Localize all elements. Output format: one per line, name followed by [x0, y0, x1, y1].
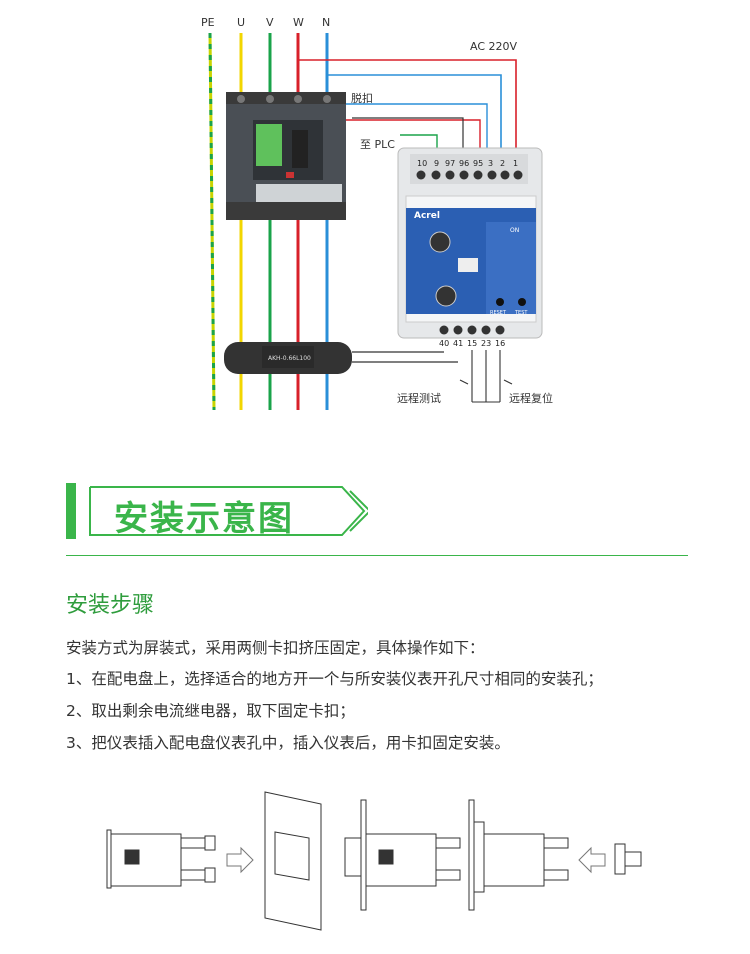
- remote-switch: [459, 379, 469, 385]
- terminal-screw: [266, 95, 274, 103]
- fixing-clip-icon: [614, 843, 642, 875]
- terminal-label: 23: [481, 339, 491, 348]
- plc-label: 至 PLC: [360, 138, 395, 151]
- ac-label: AC 220V: [470, 40, 518, 53]
- terminal-label: 96: [459, 159, 469, 168]
- breaker-top-bar: [226, 92, 346, 106]
- step-item-2: 2、取出剩余电流继电器，取下固定卡扣；: [66, 702, 355, 720]
- step-item-1: 1、在配电盘上，选择适合的地方开一个与所安装仪表开孔尺寸相同的安装孔；: [66, 670, 603, 688]
- terminal-label: 2: [500, 159, 505, 168]
- section-header: 安装示意图: [66, 483, 368, 539]
- relay-on-label: ON: [510, 227, 519, 234]
- terminal-label: 97: [445, 159, 455, 168]
- label-pe: PE: [201, 16, 215, 29]
- terminal-label: 15: [467, 339, 477, 348]
- terminal-label: 3: [488, 159, 493, 168]
- remote-reset-label: 远程复位: [509, 391, 553, 405]
- relay-dial-top: [429, 231, 451, 253]
- terminal-screw: [323, 95, 331, 103]
- label-v: V: [266, 16, 274, 29]
- breaker-handle: [292, 130, 308, 168]
- pe-wire-dash: [208, 32, 216, 411]
- breaker-red-mark: [286, 172, 294, 178]
- relay-bottom-screws: [439, 325, 505, 335]
- relay-terminal-strip: [410, 154, 528, 184]
- ct-ring-label: [262, 346, 314, 368]
- terminal-label: 10: [417, 159, 427, 168]
- label-n: N: [322, 16, 330, 29]
- arrow-left-icon: [578, 846, 606, 874]
- relay-top-terminals: 10 9 97 96 95 3 2 1: [417, 159, 518, 168]
- mounting-panel: [264, 791, 322, 931]
- ac-wire-w: [298, 59, 517, 158]
- relay-screw-row: [416, 170, 523, 180]
- terminal-label: 40: [439, 339, 449, 348]
- trip-label: 脱扣: [351, 91, 373, 105]
- test-label: TEST: [514, 310, 528, 316]
- remote-switch: [503, 379, 513, 385]
- meter-inserted: [344, 799, 461, 911]
- breaker-bottom-bar: [226, 202, 346, 220]
- steps-intro: 安装方式为屏装式，采用两侧卡扣挤压固定，具体操作如下：: [66, 639, 485, 657]
- label-u: U: [237, 16, 245, 29]
- terminal-label: 41: [453, 339, 463, 348]
- header-title: 安装示意图: [114, 499, 294, 539]
- meter-side-view: [106, 829, 216, 889]
- terminal-label: 95: [473, 159, 483, 168]
- terminal-label: 9: [434, 159, 439, 168]
- terminal-label: 16: [495, 339, 505, 348]
- remote-test-label: 远程测试: [397, 392, 441, 405]
- steps-title: 安装步骤: [66, 593, 155, 618]
- breaker-green-panel: [256, 124, 282, 166]
- terminal-screw: [294, 95, 302, 103]
- trip-wire-1: [340, 103, 488, 158]
- terminal-label: 1: [513, 159, 518, 168]
- reset-label: RESET: [490, 310, 507, 316]
- header-accent-bar: [66, 483, 76, 539]
- header-arrow-frame-icon: [89, 486, 368, 536]
- breaker-label-strip: [256, 184, 342, 204]
- relay-indicator-panel: [486, 222, 536, 314]
- test-button-icon: [518, 298, 526, 306]
- wiring-diagram: PE U V W N AC 220V 脱扣 至 PLC AKH-0.66L100: [201, 16, 553, 411]
- relay-bottom-terminals: 40 41 15 23 16: [439, 339, 505, 348]
- header-divider: [66, 555, 688, 556]
- relay-brand: Acrel: [414, 211, 440, 221]
- ct-model: AKH-0.66L100: [268, 355, 311, 362]
- plc-wire-2: [352, 117, 464, 158]
- step-item-3: 3、把仪表插入配电盘仪表孔中，插入仪表后，用卡扣固定安装。: [66, 734, 510, 752]
- arrow-right-icon: [226, 846, 254, 874]
- relay-brand-bar: [406, 208, 536, 222]
- label-w: W: [293, 16, 304, 29]
- terminal-screw: [237, 95, 245, 103]
- trip-wire-2: [340, 119, 481, 158]
- ac-wire-n: [327, 74, 502, 158]
- reset-button-icon: [496, 298, 504, 306]
- relay-dip-switch: [458, 258, 478, 272]
- relay-dial-bottom: [435, 285, 457, 307]
- installation-illustration: [106, 791, 642, 931]
- meter-with-clip: [468, 799, 569, 911]
